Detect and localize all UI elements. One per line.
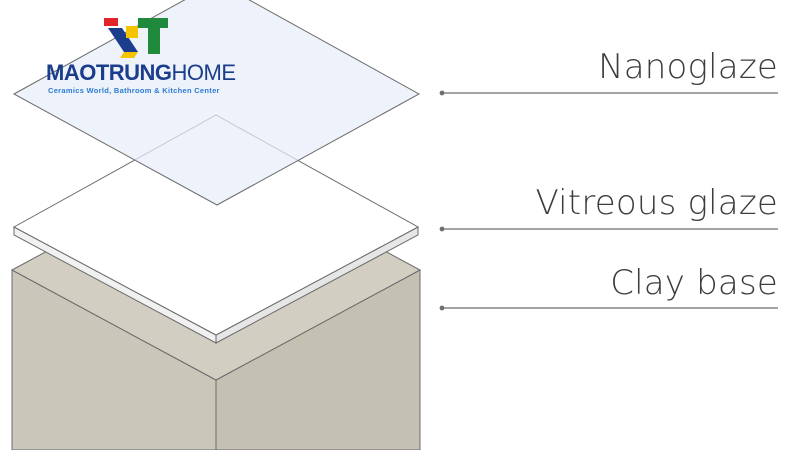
leader-line-vitreous-glaze	[439, 226, 778, 232]
brand-name-part1: MAOTRUNG	[46, 60, 172, 85]
brand-logo-mark-icon	[104, 18, 168, 58]
label-vitreous-glaze: Vitreous glaze	[535, 183, 778, 223]
leader-line-clay-base	[439, 305, 778, 311]
brand-name: MAOTRUNGHOME	[46, 62, 236, 84]
leader-line-nanoglaze	[439, 90, 778, 96]
brand-logo: MAOTRUNGHOME Ceramics World, Bathroom & …	[40, 18, 240, 98]
brand-tagline: Ceramics World, Bathroom & Kitchen Cente…	[48, 86, 220, 95]
brand-name-part2: HOME	[171, 60, 237, 85]
vitreous-glaze-slab	[12, 114, 420, 344]
label-nanoglaze: Nanoglaze	[598, 47, 778, 87]
label-clay-base: Clay base	[610, 263, 778, 303]
